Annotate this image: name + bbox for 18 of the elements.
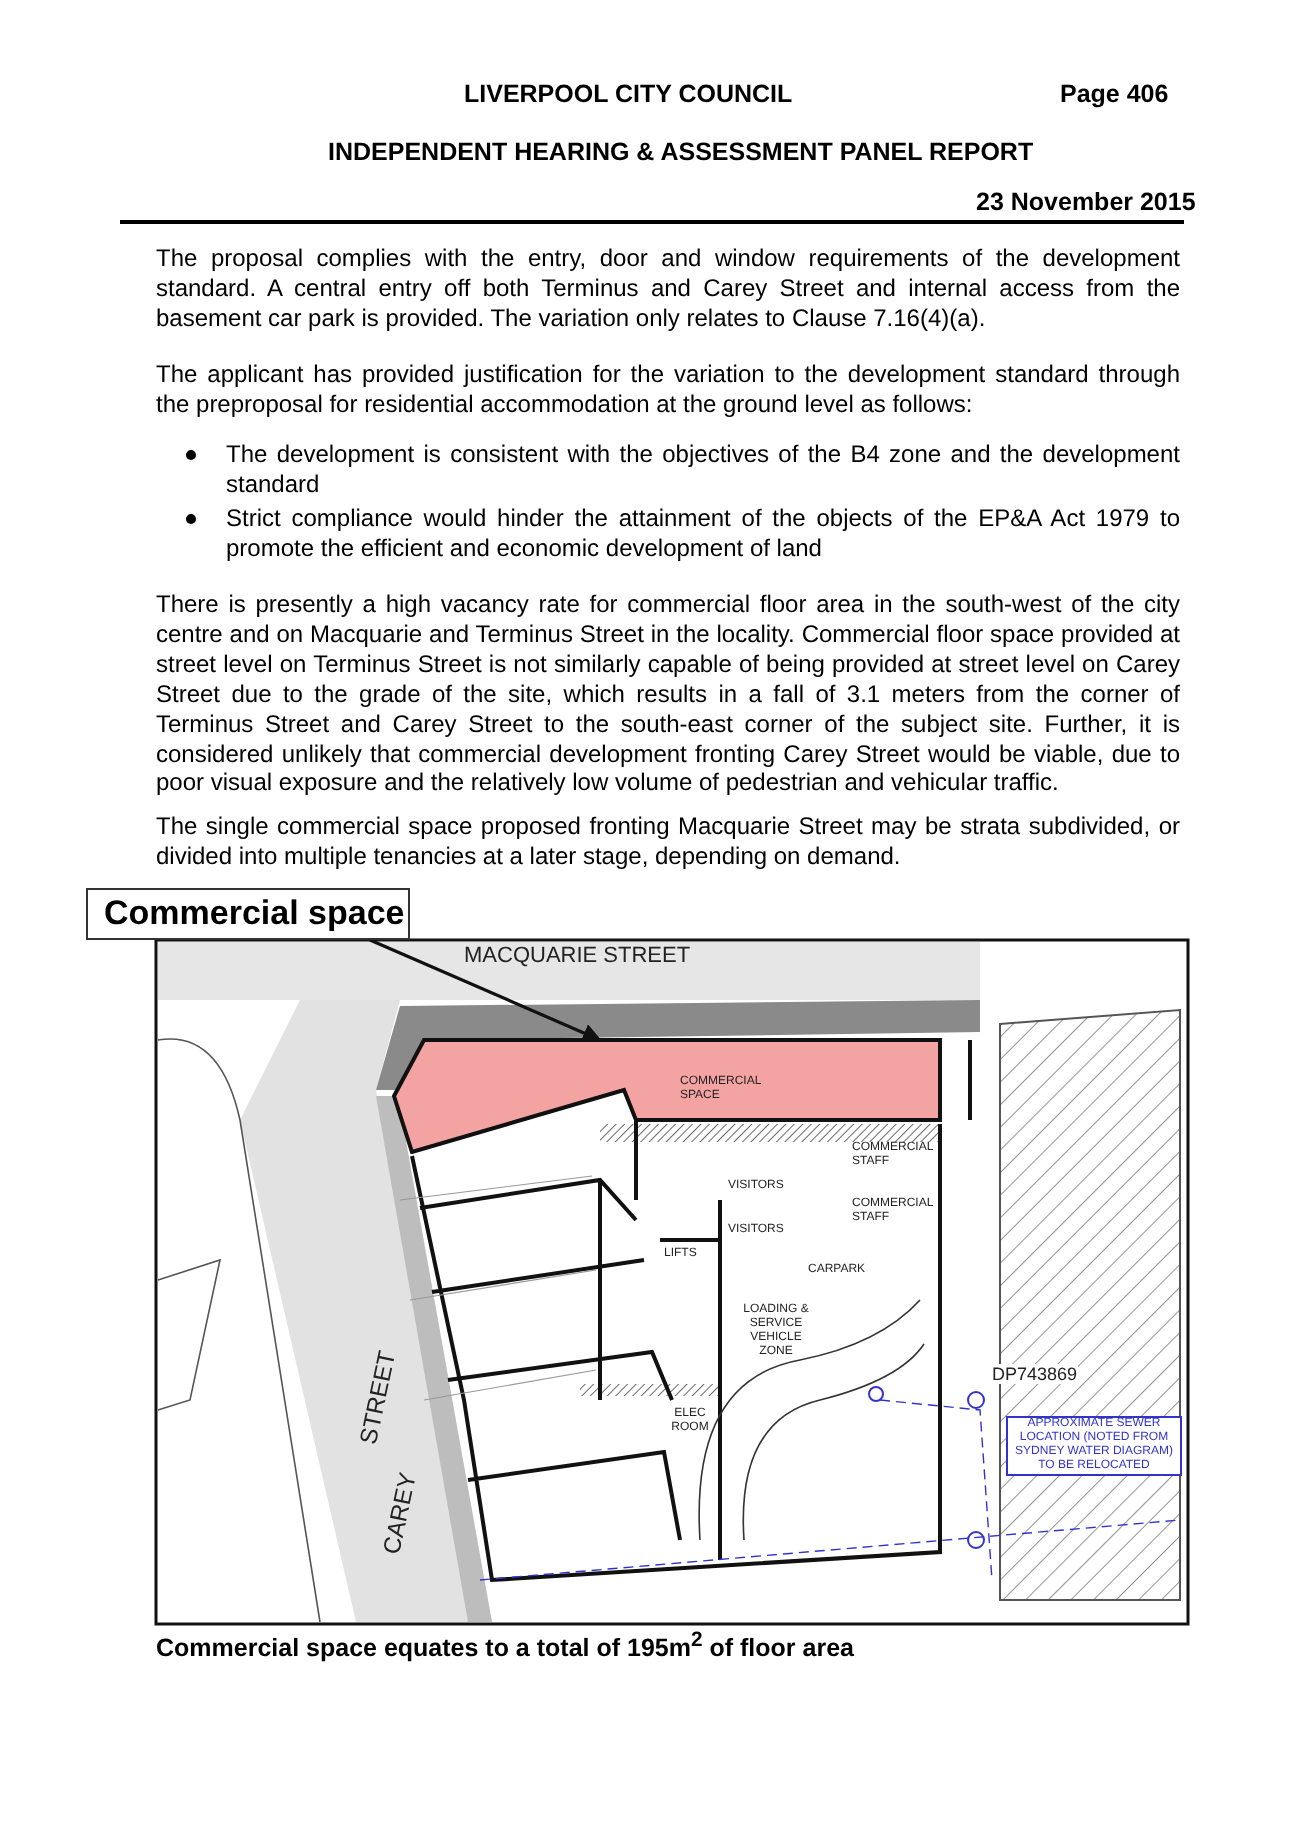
page-number: Page 406 [1060,80,1169,108]
body-paragraph: The applicant has provided justification for the variation to the development standard through the preproposal for residential accommodation at the ground level as follows: [156,360,1180,420]
lot-label: DP743869 [992,1364,1078,1385]
bullet-item: Strict compliance would hinder the attainment of the objects of the EP&A Act 1979 to promote the efficient and economic development of land [226,504,1180,564]
header-title: LIVERPOOL CITY COUNCIL [464,80,793,108]
body-paragraph: There is presently a high vacancy rate for commercial floor area in the south-west of the city centre and on Macquarie and Terminus Street in the locality. Commercial floor space provided at street level on Terminus Street is not similarly capable of being provided at street level on Carey Street due to the grade of the site, which results in a fall of 3.1 meters from the corner of Terminus Street and Carey Street to the south-east corner of the subject site. Further, it is considered unlikely that commercial development fronting Carey Street would be viable, due to poor visual exposure and the relatively low volume of pedestrian and vehicular traffic. [156,590,1180,799]
street-name: CAREY [379,1470,424,1558]
figure-caption: Commercial space equates to a total of 195m$^{2}$ of floor area [156,1630,854,1663]
street-name: MACQUARIE STREET [464,944,691,970]
bullet-item: The development is consistent with the objectives of the B4 zone and the development standard [226,440,1180,500]
street-name: STREET [356,1348,403,1447]
report-title: INDEPENDENT HEARING & ASSESSMENT PANEL REPORT [328,138,1034,166]
body-paragraph: The single commercial space proposed fronting Macquarie Street may be strata subdivided, or divided into multiple tenancies at a later stage, depending on demand. [156,812,1180,872]
body-paragraph: The proposal complies with the entry, door and window requirements of the development standard. A central entry off both Terminus and Carey Street and internal access from the basement car park is provided. The variation only relates to Clause 7.16(4)(a). [156,244,1180,334]
arrow [369,938,602,1042]
report-date: 23 November 2015 [976,188,1196,216]
commercial-area [392,1038,944,1154]
callout-label: Commercial space [86,888,410,940]
